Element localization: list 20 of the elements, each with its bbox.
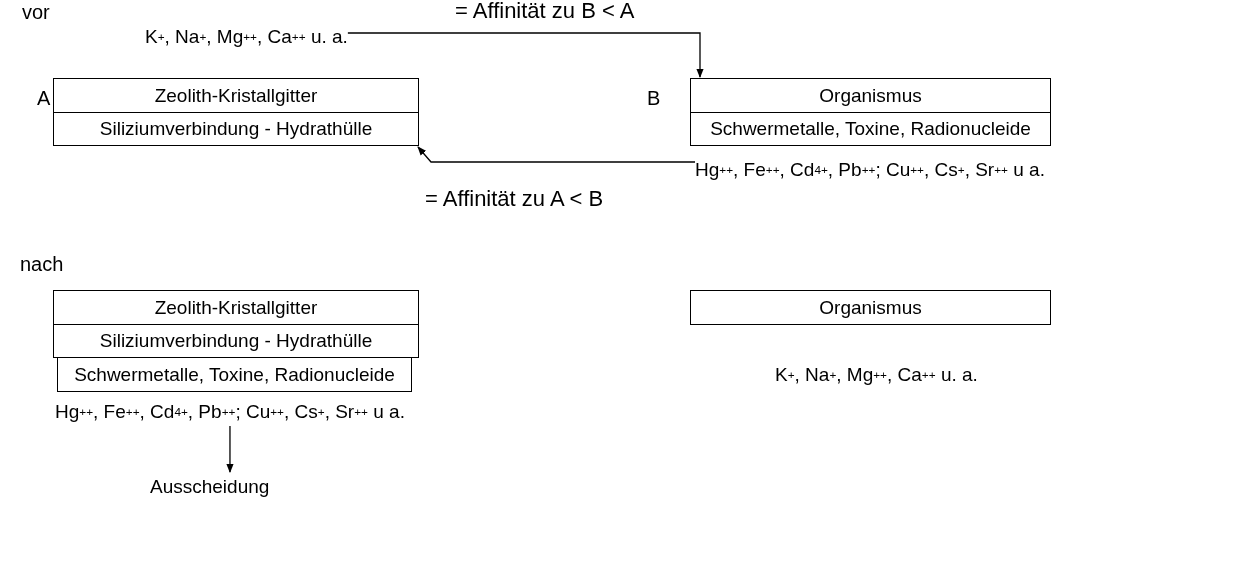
side-marker: A (37, 88, 51, 108)
substance-box: Organismus (690, 78, 1051, 113)
section-heading: nach (20, 254, 64, 274)
substance-box: Zeolith-Kristallgitter (53, 78, 419, 113)
substance-box: Schwermetalle, Toxine, Radionucleide (57, 357, 412, 392)
substance-box: Zeolith-Kristallgitter (53, 290, 419, 325)
ion-list: Hg$^{++}$, Fe$^{++}$, Cd$^{4+}$, Pb$^{++}$; Cu$^{++}$, Cs$^{+}$, Sr$^{++}$ u a. (695, 158, 1045, 182)
arrow (417, 146, 696, 163)
arrow (347, 32, 704, 78)
section-heading: vor (22, 2, 50, 22)
ion-list: K$^{+}$, Na$^{+}$, Mg$^{++}$, Ca$^{++}$ u. a. (145, 25, 348, 49)
outcome-text: Ausscheidung (150, 474, 270, 500)
ion-list: Hg$^{++}$, Fe$^{++}$, Cd$^{4+}$, Pb$^{++}$; Cu$^{++}$, Cs$^{+}$, Sr$^{++}$ u a. (55, 400, 405, 424)
side-marker: B (647, 88, 661, 108)
substance-box: Siliziumverbindung - Hydrathülle (53, 324, 419, 358)
arrow (226, 425, 234, 473)
substance-box: Siliziumverbindung - Hydrathülle (53, 112, 419, 146)
substance-box: Organismus (690, 290, 1051, 325)
ion-list: K$^{+}$, Na$^{+}$, Mg$^{++}$, Ca$^{++}$ u. a. (775, 363, 978, 387)
substance-box: Schwermetalle, Toxine, Radionucleide (690, 112, 1051, 146)
